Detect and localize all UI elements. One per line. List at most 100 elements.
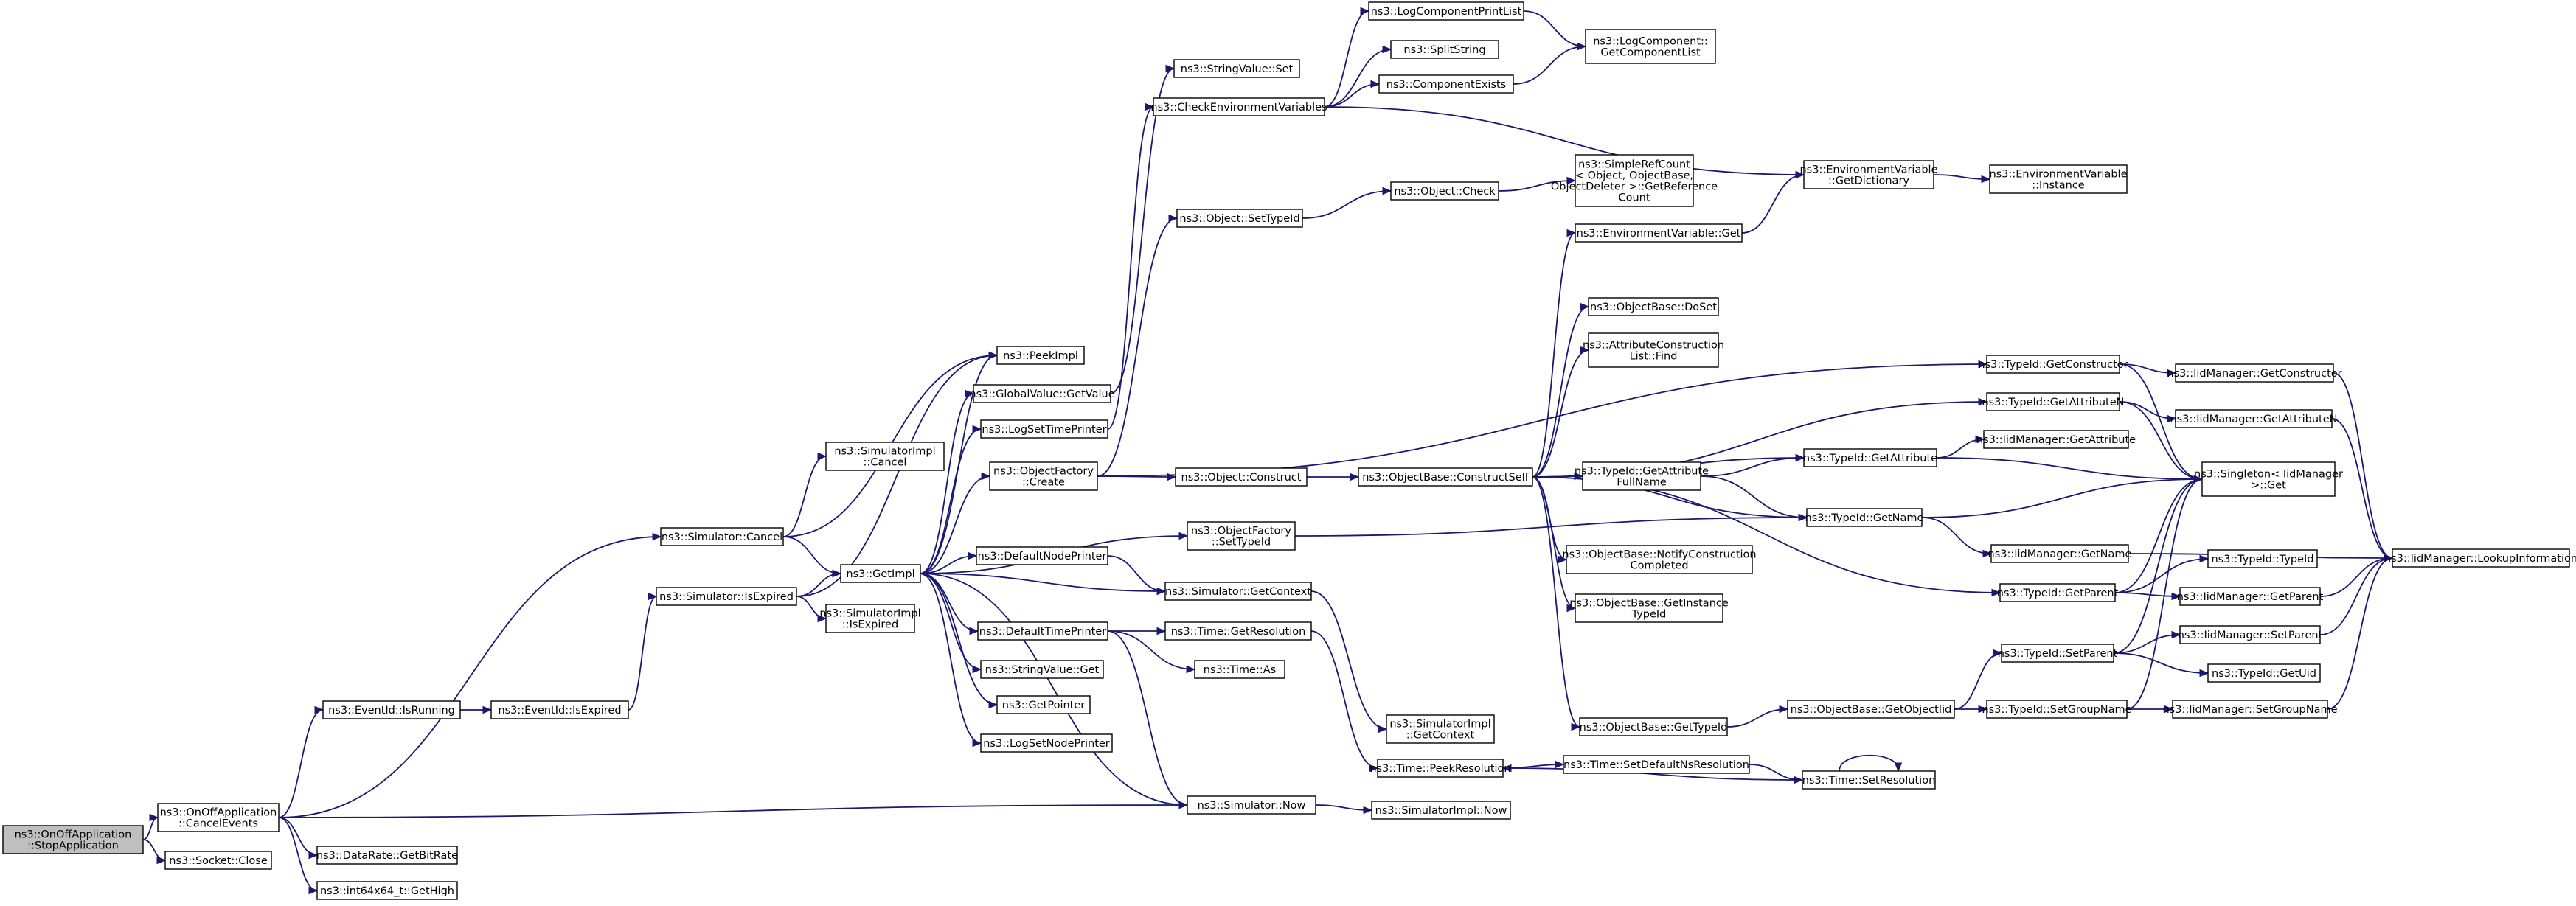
node-iid-get-constructor[interactable]: ns3::IidManager::GetConstructor — [2167, 363, 2342, 383]
node-sim-now[interactable]: ns3::Simulator::Now — [1187, 795, 1316, 815]
node-iid-get-parent[interactable]: ns3::IidManager::GetParent — [2177, 587, 2324, 606]
node-tid-get-constructor[interactable]: ns3::TypeId::GetConstructor — [1978, 355, 2128, 374]
node-peek-impl[interactable]: ns3::PeekImpl — [996, 346, 1085, 365]
node-get-bit-rate[interactable]: ns3::DataRate::GetBitRate — [316, 846, 458, 865]
node-component-exists[interactable]: ns3::ComponentExists — [1378, 74, 1514, 94]
node-box — [1575, 223, 1743, 243]
node-box — [976, 546, 1108, 565]
node-label: ns3::IidManager::SetParent — [2178, 630, 2323, 641]
node-sim-impl-is-expired[interactable]: ns3::SimulatorImpl::IsExpired — [819, 604, 921, 633]
node-time-as[interactable]: ns3::Time::As — [1194, 660, 1285, 679]
node-tid-type-id[interactable]: ns3::TypeId::TypeId — [2207, 549, 2318, 568]
node-env-get-dictionary[interactable]: ns3::EnvironmentVariable::GetDictionary — [1799, 160, 1938, 189]
node-of-create[interactable]: ns3::ObjectFactory::Create — [989, 461, 1098, 491]
node-ob-do-set[interactable]: ns3::ObjectBase::DoSet — [1588, 297, 1719, 316]
edge-ob-construct-self-to-env-get — [1532, 232, 1576, 478]
node-env-get[interactable]: ns3::EnvironmentVariable::Get — [1575, 223, 1743, 243]
node-label: ns3::ObjectBase::GetInstance — [1569, 598, 1729, 610]
node-tid-set-group-name[interactable]: ns3::TypeId::SetGroupName — [1982, 700, 2132, 719]
node-label: ns3::LogSetTimePrinter — [982, 424, 1106, 436]
node-iid-lookup-information[interactable]: ns3::IidManager::LookupInformation — [2384, 548, 2576, 568]
node-default-time-printer[interactable]: ns3::DefaultTimePrinter — [977, 621, 1108, 641]
node-tid-get-uid[interactable]: ns3::TypeId::GetUid — [2207, 663, 2321, 683]
edge-obj-check-to-simple-ref-count — [1498, 180, 1576, 192]
edge-arrowhead — [2167, 369, 2177, 377]
node-label: ns3::LogComponent:: — [1593, 36, 1708, 48]
node-is-running[interactable]: ns3::EventId::IsRunning — [322, 700, 461, 719]
node-label: ns3::TypeId::TypeId — [2211, 554, 2313, 565]
node-label: ns3::OnOffApplication — [15, 829, 132, 841]
node-iid-set-group-name[interactable]: ns3::IidManager::SetGroupName — [2162, 700, 2338, 719]
edge-arrowhead — [308, 851, 319, 860]
node-time-peek-resolution[interactable]: ns3::Time::PeekResolution — [1369, 759, 1511, 778]
node-socket-close[interactable]: ns3::Socket::Close — [164, 851, 272, 870]
node-ob-notify-construction-completed[interactable]: ns3::ObjectBase::NotifyConstructionCompl… — [1562, 545, 1757, 574]
node-label: ns3::ObjectBase::GetTypeId — [1580, 722, 1728, 733]
node-split-string[interactable]: ns3::SplitString — [1390, 40, 1499, 59]
node-get-impl[interactable]: ns3::GetImpl — [840, 564, 921, 583]
node-of-set-type-id[interactable]: ns3::ObjectFactory::SetTypeId — [1187, 521, 1296, 551]
edge-iid-get-parent-to-iid-lookup-information — [2319, 557, 2393, 597]
node-iid-set-parent[interactable]: ns3::IidManager::SetParent — [2178, 625, 2323, 644]
node-obj-check[interactable]: ns3::Object::Check — [1390, 181, 1499, 201]
node-sim-is-expired[interactable]: ns3::Simulator::IsExpired — [656, 587, 797, 606]
node-box — [316, 846, 458, 865]
node-get-component-list[interactable]: ns3::LogComponent::GetComponentList — [1585, 29, 1716, 64]
node-tid-get-attribute[interactable]: ns3::TypeId::GetAttribute — [1803, 448, 1937, 467]
node-simple-ref-count[interactable]: ns3::SimpleRefCount< Object, ObjectBase,… — [1551, 154, 1718, 207]
node-ob-construct-self[interactable]: ns3::ObjectBase::ConstructSelf — [1358, 467, 1533, 487]
node-env-instance[interactable]: ns3::EnvironmentVariable::Instance — [1989, 164, 2128, 194]
node-event-is-expired[interactable]: ns3::EventId::IsExpired — [490, 700, 629, 719]
node-iid-get-attribute-n[interactable]: ns3::IidManager::GetAttributeN — [2170, 409, 2338, 428]
node-log-comp-print-list[interactable]: ns3::LogComponentPrintList — [1368, 1, 1524, 21]
node-obj-set-type-id[interactable]: ns3::Object::SetTypeId — [1176, 209, 1303, 228]
node-get-high[interactable]: ns3::int64x64_t::GetHigh — [316, 881, 458, 900]
edge-arrowhead — [988, 700, 999, 709]
node-tid-get-attribute-n[interactable]: ns3::TypeId::GetAttributeN — [1982, 392, 2125, 411]
node-label: ns3::LogSetNodePrinter — [983, 738, 1110, 750]
node-ob-get-type-id[interactable]: ns3::ObjectBase::GetTypeId — [1579, 717, 1728, 736]
edge-arrowhead — [482, 705, 493, 714]
node-iid-get-name[interactable]: ns3::IidManager::GetName — [1988, 544, 2132, 563]
node-tid-get-name[interactable]: ns3::TypeId::GetName — [1805, 508, 1924, 527]
edge-get-impl-to-get-pointer — [920, 573, 998, 705]
node-stop[interactable]: ns3::OnOffApplication::StopApplication — [2, 825, 144, 854]
node-time-get-resolution[interactable]: ns3::Time::GetResolution — [1164, 621, 1312, 641]
node-label: ns3::Object::Construct — [1181, 472, 1302, 484]
node-time-set-resolution[interactable]: ns3::Time::SetResolution — [1802, 770, 1936, 790]
node-string-value-get[interactable]: ns3::StringValue::Get — [980, 660, 1104, 679]
node-string-value-set[interactable]: ns3::StringValue::Set — [1173, 59, 1300, 78]
node-sim-impl-now[interactable]: ns3::SimulatorImpl::Now — [1371, 801, 1511, 820]
node-default-node-printer[interactable]: ns3::DefaultNodePrinter — [976, 546, 1108, 565]
edge-check-env-to-log-comp-print-list — [1324, 10, 1369, 108]
node-box — [1588, 332, 1719, 368]
edge-arrowhead — [972, 665, 982, 674]
node-iid-get-attribute[interactable]: ns3::IidManager::GetAttribute — [1976, 430, 2136, 449]
node-label: ns3::TypeId::GetName — [1805, 512, 1924, 524]
node-tid-get-parent[interactable]: ns3::TypeId::GetParent — [1997, 583, 2119, 602]
node-tid-set-parent[interactable]: ns3::TypeId::SetParent — [1998, 644, 2118, 663]
node-log-set-node-printer[interactable]: ns3::LogSetNodePrinter — [980, 733, 1113, 753]
node-cancel-events[interactable]: ns3::OnOffApplication::CancelEvents — [157, 803, 280, 832]
node-get-pointer[interactable]: ns3::GetPointer — [996, 695, 1091, 714]
node-label: ns3::Object::SetTypeId — [1179, 213, 1299, 225]
node-ob-get-object-iid[interactable]: ns3::ObjectBase::GetObjectIid — [1787, 700, 1955, 719]
node-sim-cancel[interactable]: ns3::Simulator::Cancel — [660, 527, 784, 546]
node-sim-impl-cancel[interactable]: ns3::SimulatorImpl::Cancel — [825, 442, 945, 471]
node-time-set-default-ns-resolution[interactable]: ns3::Time::SetDefaultNsResolution — [1563, 755, 1750, 774]
node-singleton-get[interactable]: ns3::Singleton< IidManager >::Get — [2194, 461, 2343, 497]
node-check-env[interactable]: ns3::CheckEnvironmentVariables — [1150, 97, 1327, 116]
node-log-set-time-printer[interactable]: ns3::LogSetTimePrinter — [980, 419, 1108, 439]
node-sim-get-context[interactable]: ns3::Simulator::GetContext — [1164, 582, 1312, 601]
node-obj-construct[interactable]: ns3::Object::Construct — [1175, 467, 1308, 487]
node-label: ns3::DefaultNodePrinter — [978, 551, 1107, 562]
node-label: ns3::DataRate::GetBitRate — [316, 850, 458, 862]
node-gv-get-value[interactable]: ns3::GlobalValue::GetValue — [969, 384, 1115, 403]
node-sim-impl-get-context[interactable]: ns3::SimulatorImpl::GetContext — [1386, 714, 1495, 744]
edge-ob-construct-self-to-ac-list-find — [1532, 349, 1589, 478]
edge-arrowhead — [1555, 760, 1565, 769]
